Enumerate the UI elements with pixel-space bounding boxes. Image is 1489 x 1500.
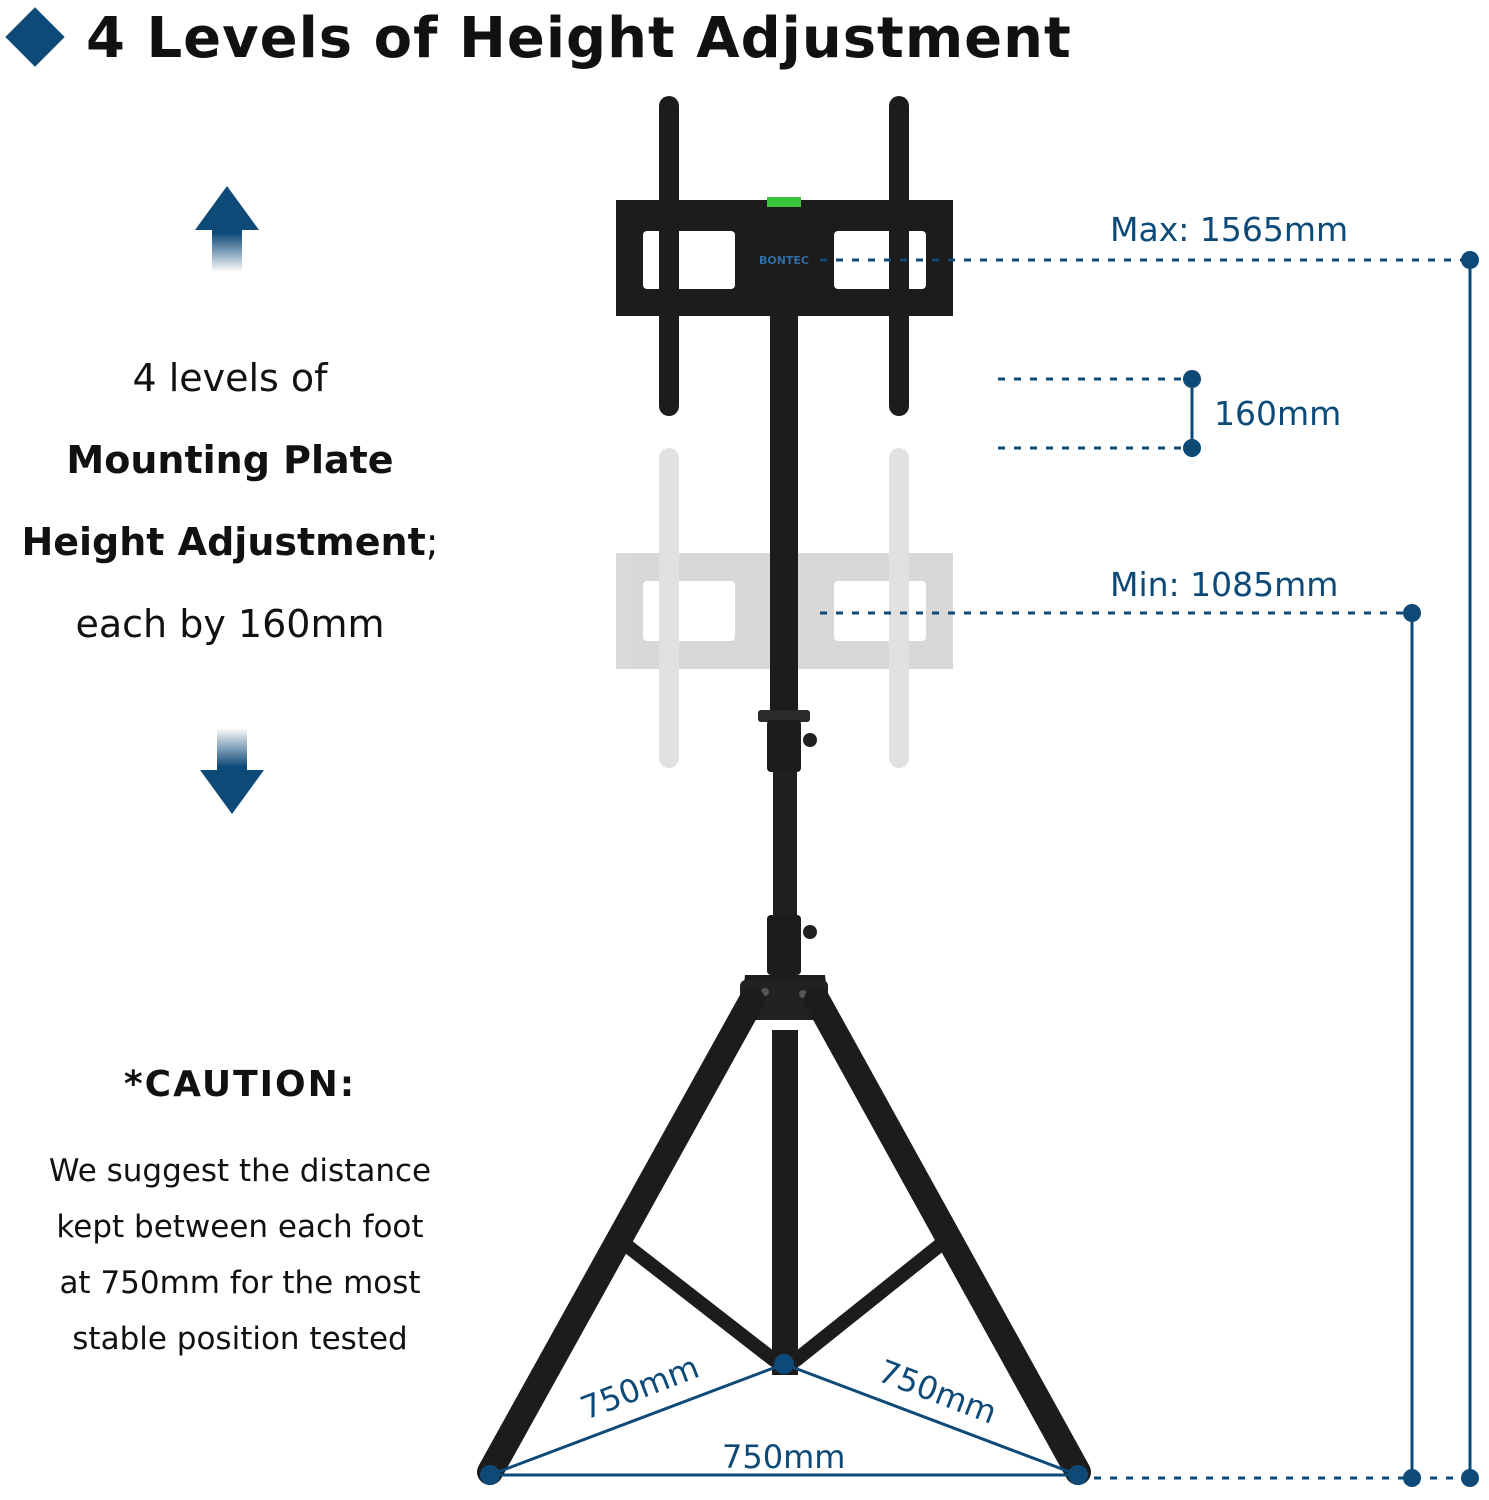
stand-pole bbox=[758, 316, 817, 1375]
caution-line: We suggest the distance bbox=[48, 1153, 432, 1189]
description-line-1: 4 levels of bbox=[132, 356, 328, 400]
foot-points bbox=[480, 1354, 1088, 1485]
foot-distance-left-label: 750mm bbox=[575, 1348, 704, 1428]
foot-distance-right-label: 750mm bbox=[873, 1352, 1002, 1432]
dimension-endpoints bbox=[1183, 251, 1479, 1487]
min-height-label: Min: 1085mm bbox=[1110, 565, 1339, 604]
foot-triangle bbox=[489, 1362, 1079, 1477]
description-line-3-bold: Height Adjustment bbox=[21, 520, 426, 564]
mounting-plate: BONTEC bbox=[616, 96, 953, 416]
description-line-2: Mounting Plate bbox=[66, 438, 394, 482]
description-line-3-tail: ; bbox=[425, 520, 439, 564]
height-dimensions bbox=[820, 258, 1472, 1480]
caution-title: *CAUTION: bbox=[123, 1064, 357, 1105]
page-title: 4 Levels of Height Adjustment bbox=[86, 6, 1072, 71]
max-height-label: Max: 1565mm bbox=[1110, 210, 1349, 249]
caution-line: at 750mm for the most bbox=[59, 1265, 421, 1301]
caution-line: kept between each foot bbox=[56, 1209, 424, 1245]
tripod-legs bbox=[477, 987, 1091, 1485]
adjustment-description: 4 levels of Mounting Plate Height Adjust… bbox=[10, 337, 450, 665]
caution-line: stable position tested bbox=[72, 1321, 408, 1357]
arrow-up-icon bbox=[195, 186, 259, 272]
brand-logo: BONTEC bbox=[759, 254, 809, 267]
description-line-3: Height Adjustment; bbox=[10, 501, 450, 583]
step-height-label: 160mm bbox=[1214, 394, 1342, 433]
description-line-4: each by 160mm bbox=[75, 602, 385, 646]
caution-body: We suggest the distance kept between eac… bbox=[30, 1143, 450, 1367]
title-row: 4 Levels of Height Adjustment bbox=[0, 0, 1489, 90]
foot-distance-bottom-label: 750mm bbox=[722, 1438, 845, 1476]
arrow-down-icon bbox=[200, 728, 264, 814]
